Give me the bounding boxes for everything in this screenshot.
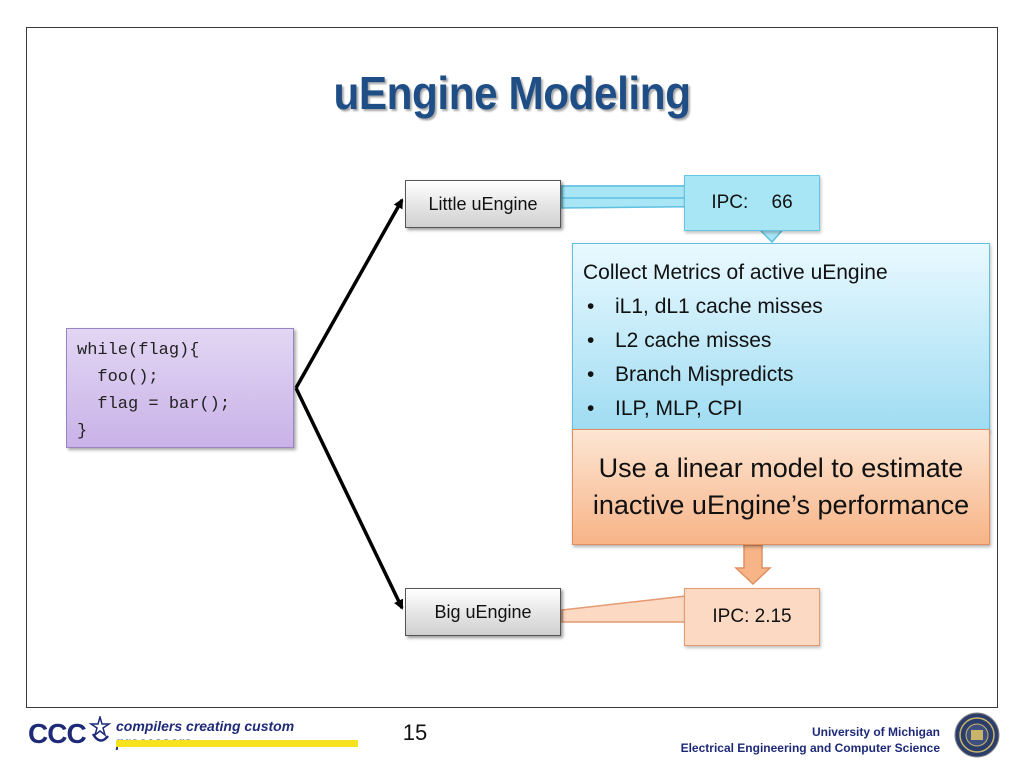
- slide-title: uEngine Modeling: [333, 67, 691, 119]
- metrics-list: iL1, dL1 cache misses L2 cache misses Br…: [583, 290, 989, 426]
- ccc-logo: CCC compilers creating custom processors: [28, 716, 368, 756]
- code-block: while(flag){ foo(); flag = bar(); }: [66, 328, 294, 448]
- university-seal-icon: [954, 712, 1000, 758]
- arrow-to-little-engine: [294, 198, 404, 389]
- linear-model-box: Use a linear model to estimate inactive …: [572, 429, 990, 545]
- little-ipc-prefix: IPC:: [711, 192, 754, 213]
- arrow-down-icon: [734, 544, 772, 586]
- little-uengine-box: Little uEngine: [405, 180, 561, 228]
- department-name: Electrical Engineering and Computer Scie…: [680, 741, 940, 755]
- code-line: while(flag){: [77, 341, 200, 360]
- big-callout-connector: [561, 595, 687, 623]
- metrics-box: Collect Metrics of active uEngine iL1, d…: [572, 243, 990, 431]
- arrow-to-big-engine: [294, 387, 404, 610]
- metrics-heading: Collect Metrics of active uEngine: [583, 261, 888, 284]
- metrics-item: Branch Mispredicts: [583, 358, 989, 392]
- tagline-underline-bar: [116, 740, 358, 747]
- metrics-item: iL1, dL1 cache misses: [583, 290, 989, 324]
- big-ipc-box: IPC: 2.15: [684, 588, 820, 646]
- metrics-item: ILP, MLP, CPI: [583, 392, 989, 426]
- little-ipc-box: IPC: 66: [684, 175, 820, 231]
- big-uengine-box: Big uEngine: [405, 588, 561, 636]
- code-line: }: [77, 422, 88, 441]
- little-ipc-suffix: 66: [771, 192, 793, 213]
- university-name: University of Michigan: [811, 725, 940, 739]
- code-line: flag = bar();: [77, 395, 231, 414]
- ccc-logo-text: CCC: [28, 718, 87, 749]
- metrics-item: L2 cache misses: [583, 324, 989, 358]
- slide-frame: [26, 27, 998, 708]
- page-number: 15: [402, 720, 428, 745]
- university-credit: University of Michigan Electrical Engine…: [681, 724, 940, 756]
- code-line: foo();: [77, 368, 159, 387]
- ccc-star-icon: [88, 716, 112, 742]
